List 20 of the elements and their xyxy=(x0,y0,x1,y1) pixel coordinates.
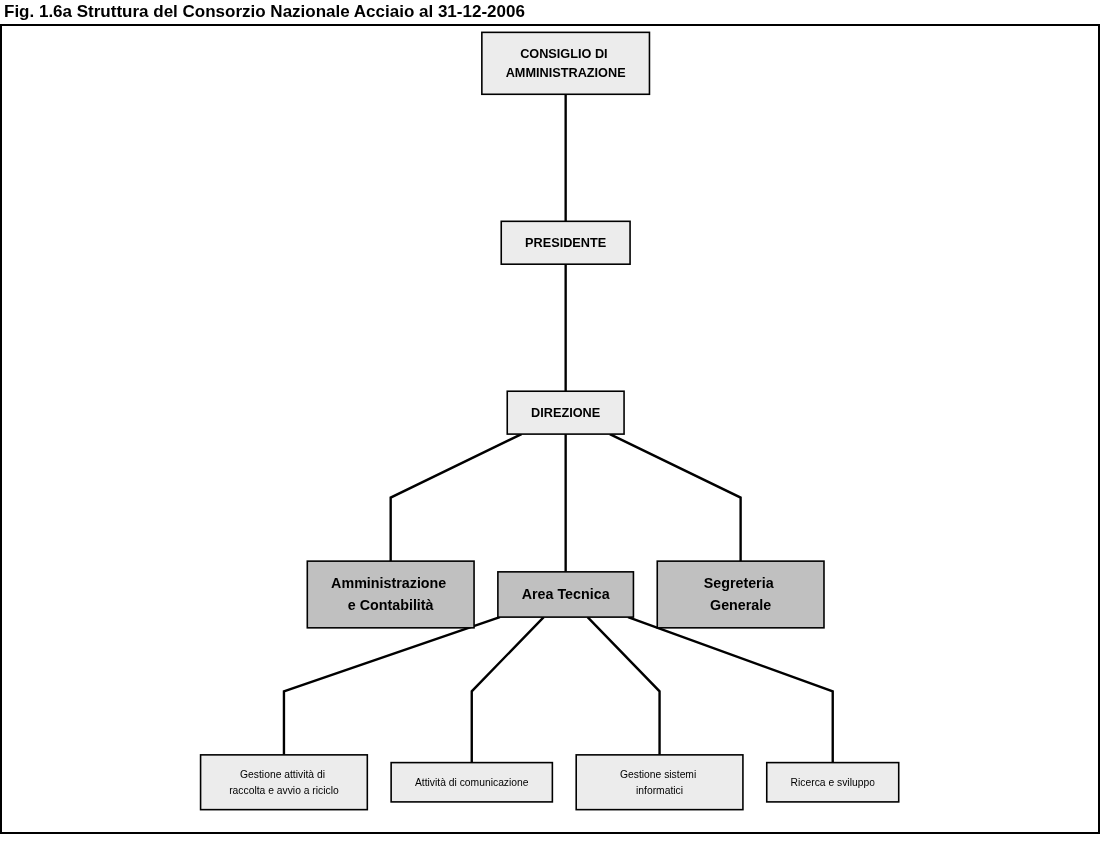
node-box: Segreteria Generale xyxy=(656,560,826,629)
connector xyxy=(564,94,568,222)
node-box: PRESIDENTE xyxy=(500,220,632,265)
connector xyxy=(470,616,545,763)
node-box: Area Tecnica xyxy=(497,571,635,618)
connector xyxy=(609,433,743,562)
node-box: Gestione attività di raccolta e avvio a riciclo xyxy=(200,754,369,811)
connector xyxy=(283,616,501,755)
connector xyxy=(587,616,662,755)
connector xyxy=(389,433,523,562)
node-box: Ricerca e sviluppo xyxy=(766,761,900,803)
node-box: Gestione sistemi informatici xyxy=(575,754,745,811)
connector xyxy=(628,616,835,763)
node-box: Attività di comunicazione xyxy=(390,761,554,803)
node-box: DIREZIONE xyxy=(506,390,626,435)
connector xyxy=(564,264,568,392)
node-box: Amministrazione e Contabilità xyxy=(306,560,476,629)
connector xyxy=(564,434,568,572)
title: Fig. 1.6a Struttura del Consorzio Nazionale Acciaio al 31-12-2006 xyxy=(3,1,526,23)
node-box: CONSIGLIO DI AMMINISTRAZIONE xyxy=(481,31,651,96)
